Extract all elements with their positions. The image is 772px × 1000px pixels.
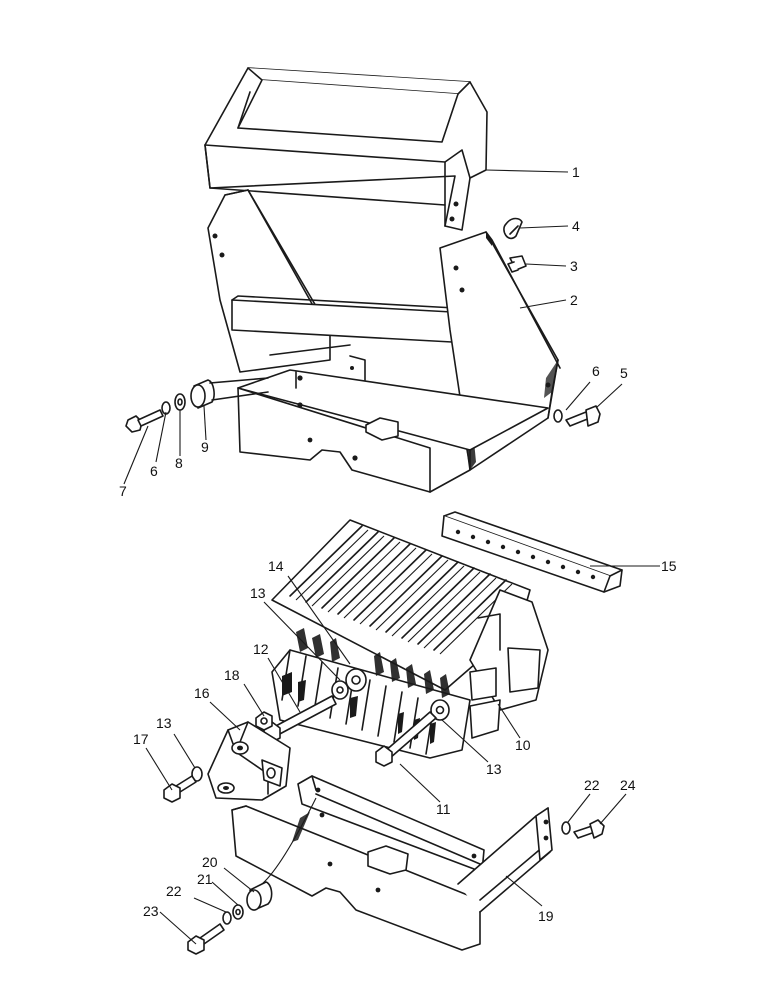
- callout-16: 16: [194, 685, 210, 701]
- part-13-washer-right: [430, 699, 450, 721]
- callout-13-right: 13: [486, 761, 502, 777]
- callout-13-top: 13: [250, 585, 266, 601]
- callout-23: 23: [143, 903, 159, 919]
- part-20-spacer: [246, 881, 273, 911]
- callout-17: 17: [133, 731, 149, 747]
- callout-22-right: 22: [584, 777, 600, 793]
- part-6-washer-right: [553, 409, 563, 423]
- part-2-carrier-frame: [207, 189, 561, 493]
- callout-3: 3: [570, 258, 578, 274]
- leader-lines: [123, 169, 660, 945]
- part-13-washer-center: [331, 680, 349, 700]
- callout-6-left: 6: [150, 463, 158, 479]
- callout-14: 14: [268, 558, 284, 574]
- callout-7: 7: [119, 483, 127, 499]
- part-8-washer: [174, 393, 186, 411]
- part-3-bolt: [507, 255, 527, 273]
- callout-9: 9: [201, 439, 209, 455]
- part-21-washer: [232, 904, 244, 920]
- callout-1: 1: [572, 164, 580, 180]
- callout-19: 19: [538, 908, 554, 924]
- part-14-center-nut: [345, 668, 367, 692]
- callout-4: 4: [572, 218, 580, 234]
- part-23-bolt: [187, 923, 225, 955]
- part-7-bolt: [125, 409, 164, 433]
- part-16-bracket: [207, 721, 291, 801]
- part-17-bolt: [163, 775, 197, 803]
- callout-20: 20: [202, 854, 218, 870]
- callout-15: 15: [661, 558, 677, 574]
- part-1-top-cover: [204, 67, 488, 231]
- callout-22-left: 22: [166, 883, 182, 899]
- callout-2: 2: [570, 292, 578, 308]
- callout-6-right: 6: [592, 363, 600, 379]
- callout-21: 21: [197, 871, 213, 887]
- callout-18: 18: [224, 667, 240, 683]
- part-18-nut: [255, 711, 273, 731]
- callout-13-left: 13: [156, 715, 172, 731]
- part-9-spacer: [190, 377, 269, 409]
- callout-24: 24: [620, 777, 636, 793]
- part-22-washer-left: [222, 911, 232, 925]
- part-15-weight-bar: [441, 511, 623, 593]
- part-19-lower-frame: [231, 775, 553, 951]
- part-5-bolt: [565, 405, 601, 427]
- part-11-long-bolt: [375, 711, 437, 767]
- callout-5: 5: [620, 365, 628, 381]
- part-4-split-pin: [503, 217, 523, 240]
- callout-10: 10: [515, 737, 531, 753]
- part-24-bolt: [573, 819, 605, 839]
- part-22-washer-right: [561, 821, 571, 835]
- part-13-washer-left: [191, 766, 203, 782]
- callout-8: 8: [175, 455, 183, 471]
- callout-12: 12: [253, 641, 269, 657]
- callouts: 1 2 3 4 5 6 6 7 8 9 10 11 12 13 13 13 14…: [119, 164, 677, 924]
- callout-11: 11: [436, 801, 451, 817]
